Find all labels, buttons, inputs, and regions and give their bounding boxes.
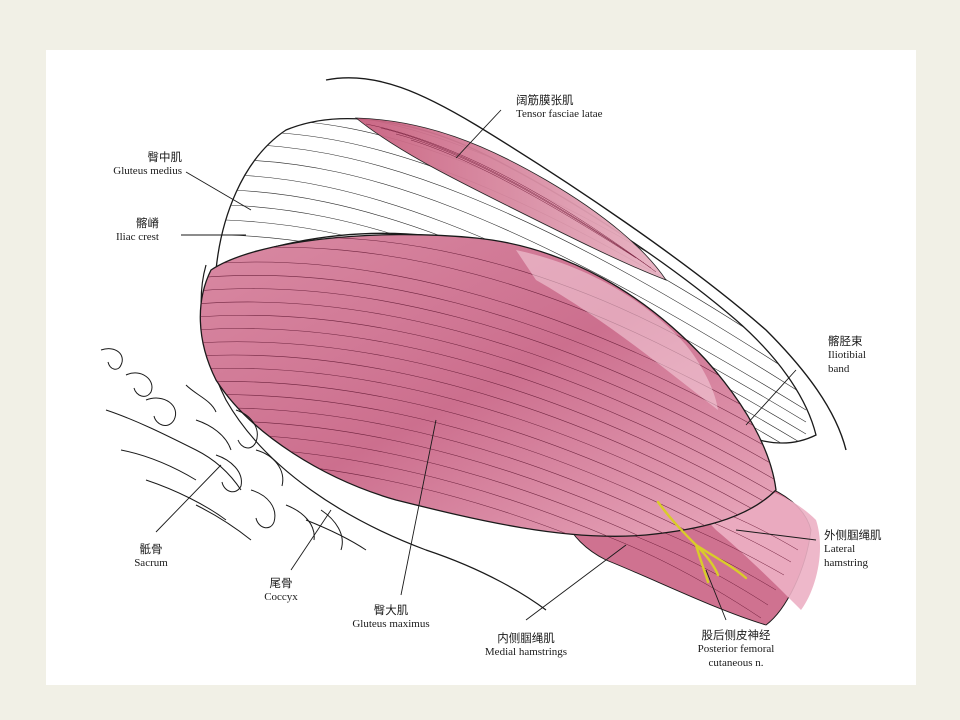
sacrum-en: Sacrum (134, 557, 168, 569)
sacrum-coccyx-bones (100, 348, 367, 551)
leader-lines (155, 109, 817, 621)
label-iliac-crest: 髂嵴 Iliac crest (66, 216, 159, 244)
lateral-hamstring-en2: hamstring (824, 557, 868, 569)
illustration-panel: 阔筋膜张肌 Tensor fasciae latae 臀中肌 Gluteus m… (46, 50, 916, 685)
gmax-highlight (516, 250, 718, 410)
gluteal-anatomy-illustration (100, 77, 847, 626)
label-coccyx: 尾骨 Coccyx (246, 576, 316, 604)
medial-hamstrings-zh: 内侧腘绳肌 (497, 631, 555, 645)
iliac-crest-zh: 髂嵴 (136, 216, 159, 230)
posterior-femoral-cutaneous-en: Posterior femoral (697, 643, 775, 655)
coccyx-en: Coccyx (264, 591, 298, 603)
iliac-crest-en: Iliac crest (115, 231, 159, 243)
label-medial-hamstrings: 内侧腘绳肌 Medial hamstrings (461, 631, 591, 659)
label-lateral-hamstring: 外侧腘绳肌 Lateral hamstring (824, 528, 882, 570)
tensor-fasciae-latae-en: Tensor fasciae latae (516, 108, 603, 120)
posterior-femoral-cutaneous-zh: 股后侧皮神经 (701, 628, 771, 642)
skin-outline-upper (325, 77, 847, 451)
iliotibial-band-en: Iliotibial (828, 349, 866, 361)
label-gluteus-maximus: 臀大肌 Gluteus maximus (336, 603, 446, 631)
label-posterior-femoral-cutaneous: 股后侧皮神经 Posterior femoral cutaneous n. (676, 628, 796, 670)
iliotibial-band-zh: 髂胫束 (828, 334, 863, 348)
iliotibial-band-en2: band (828, 363, 850, 375)
tensor-fasciae-latae-shape (354, 117, 668, 281)
medial-hamstrings-en: Medial hamstrings (484, 646, 568, 658)
gluteus-maximus-zh: 臀大肌 (373, 603, 409, 617)
gluteus-maximus-en: Gluteus maximus (352, 618, 430, 630)
gluteus-medius-en: Gluteus medius (113, 165, 182, 177)
coccyx-zh: 尾骨 (269, 576, 293, 590)
lateral-hamstring-en: Lateral (824, 543, 856, 555)
label-sacrum: 骶骨 Sacrum (116, 542, 186, 570)
tfl-fibers (365, 123, 657, 273)
tensor-fasciae-latae-zh: 阔筋膜张肌 (516, 93, 574, 107)
label-tensor-fasciae-latae: 阔筋膜张肌 Tensor fasciae latae (516, 93, 603, 121)
gluteus-medius-zh: 臀中肌 (147, 150, 183, 164)
posterior-femoral-cutaneous-nerve (656, 500, 748, 584)
label-iliotibial-band: 髂胫束 Iliotibial band (828, 334, 866, 376)
lateral-hamstring-zh: 外侧腘绳肌 (824, 528, 882, 542)
label-gluteus-medius: 臀中肌 Gluteus medius (66, 150, 182, 178)
sacrum-zh: 骶骨 (139, 542, 163, 556)
posterior-femoral-cutaneous-en2: cutaneous n. (708, 657, 764, 669)
